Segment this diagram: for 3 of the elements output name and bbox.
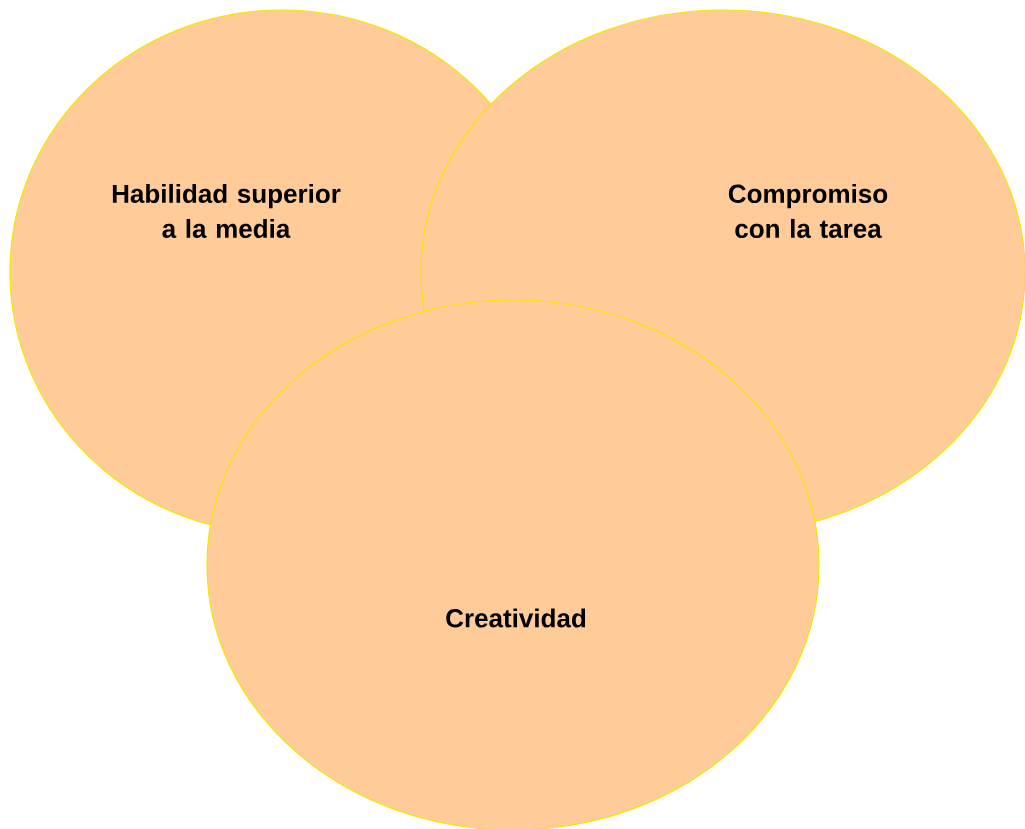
label-text: Habilidad superior a la media bbox=[112, 183, 341, 239]
label-text: Creatividad bbox=[446, 608, 586, 628]
label-text: Compromiso con la tarea bbox=[728, 183, 888, 239]
